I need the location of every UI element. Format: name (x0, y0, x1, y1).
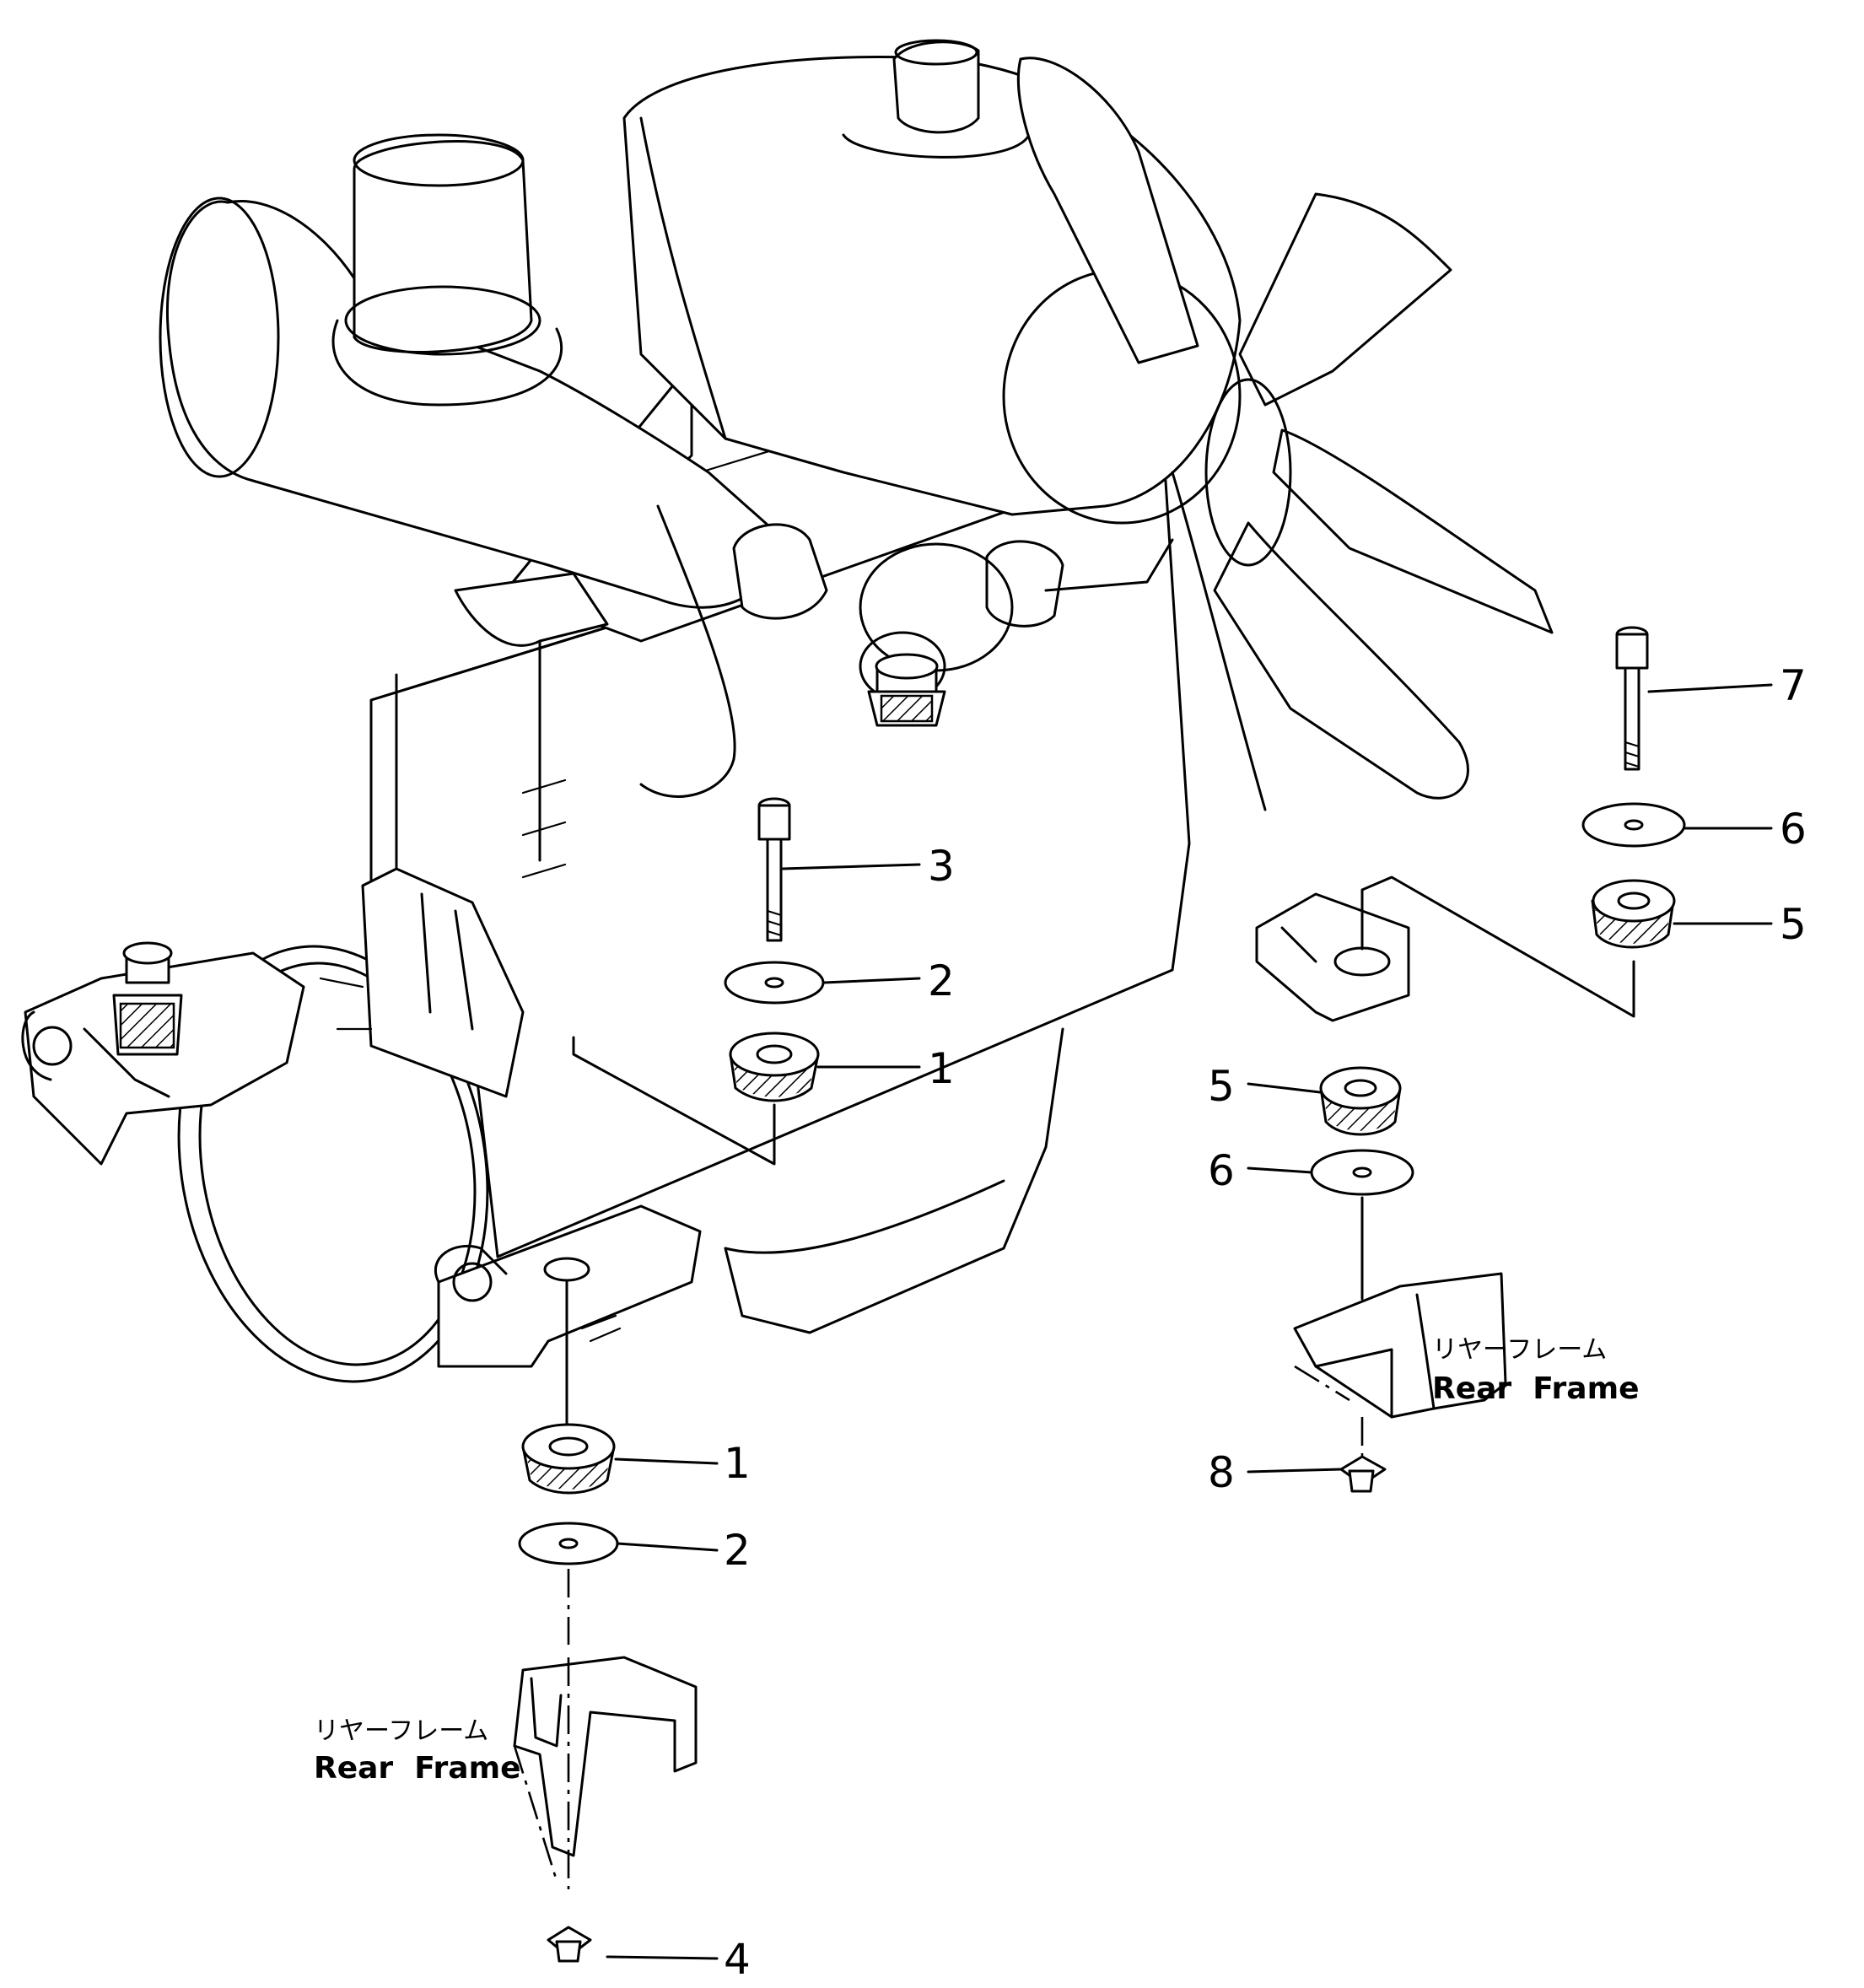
cushion-1-lower (521, 1423, 616, 1495)
callout-6-lower: 6 (1208, 1146, 1235, 1195)
bolt-3 (757, 797, 791, 942)
callout-3: 3 (928, 842, 955, 891)
leader-lines (606, 683, 1773, 1960)
callout-8: 8 (1208, 1448, 1235, 1497)
callout-5-upper: 5 (1780, 900, 1807, 949)
installed-mount-left (112, 941, 183, 1056)
cushion-1-upper (729, 1032, 820, 1102)
callout-2-upper: 2 (928, 956, 955, 1005)
callout-2-lower: 2 (724, 1526, 751, 1575)
engine-illustration (21, 39, 1554, 1383)
callout-1-lower: 1 (724, 1439, 751, 1488)
installed-mount-upper-left (867, 653, 946, 727)
washer-2-lower (518, 1522, 619, 1565)
nut-4 (547, 1926, 592, 1963)
bolt-7 (1615, 626, 1649, 771)
callout-labels: 3 2 1 1 2 4 7 6 5 5 6 8 (724, 661, 1807, 1984)
rear-frame-bracket-right (1293, 1272, 1507, 1459)
rear-frame-bracket-left (513, 1656, 698, 1889)
callout-5-lower: 5 (1208, 1062, 1235, 1111)
rear-frame-label-left: リヤーフレーム Rear Frame (314, 1716, 521, 1786)
washer-6-lower (1310, 1149, 1414, 1196)
callout-4: 4 (724, 1935, 751, 1984)
mount-alignment-line-right (1360, 875, 1635, 1018)
nut-8 (1339, 1455, 1387, 1493)
washer-6-upper (1581, 802, 1686, 848)
mount-alignment-line-upper (572, 1036, 776, 1166)
rear-frame-label-right: リヤーフレーム Rear Frame (1432, 1335, 1640, 1406)
washer-2-upper (724, 961, 825, 1005)
rear-frame-label-left-en: Rear Frame (314, 1751, 521, 1786)
callout-1-upper: 1 (928, 1044, 955, 1093)
callout-7: 7 (1780, 661, 1807, 710)
rear-frame-label-right-en: Rear Frame (1432, 1371, 1640, 1406)
rear-frame-label-right-jp: リヤーフレーム (1432, 1335, 1607, 1365)
cushion-5-upper (1591, 879, 1676, 949)
callout-6-upper: 6 (1780, 805, 1807, 854)
cushion-5-lower (1319, 1066, 1402, 1136)
rear-frame-label-left-jp: リヤーフレーム (314, 1716, 488, 1746)
